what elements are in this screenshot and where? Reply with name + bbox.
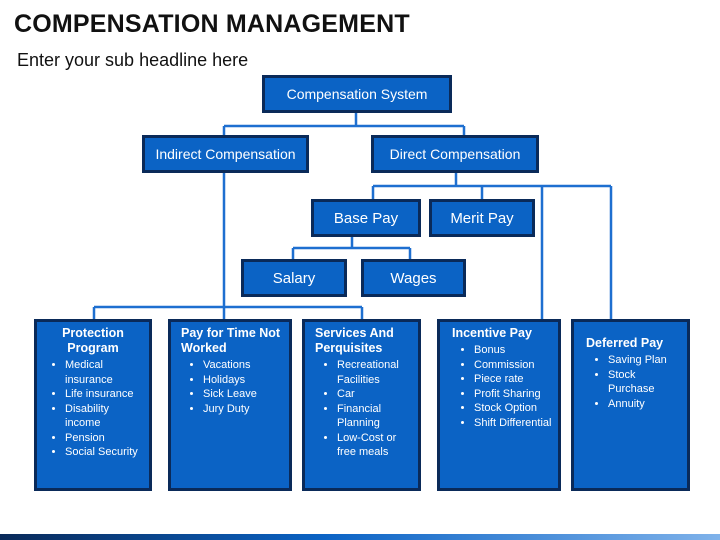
page-title: COMPENSATION MANAGEMENT [14,10,410,38]
bottom-accent-bar [0,534,720,540]
card-services-and-perquisites: Services And Perquisites Recreational Fa… [302,319,421,491]
list-item: Saving Plan [608,353,681,368]
connector-base-pay [291,236,412,260]
card-protection-program: Protection Program Medical insurance Lif… [34,319,152,491]
list-item: Social Security [65,445,143,460]
list-item: Disability income [65,402,143,431]
list-item: Bonus [474,343,552,358]
list-item: Profit Sharing [474,387,552,402]
list-item: Vacations [203,358,283,373]
list-item: Piece rate [474,372,552,387]
wages-node: Wages [361,259,466,297]
list-item: Recreational Facilities [337,358,412,387]
connector-root [222,112,466,137]
card-incentive-pay: Incentive Pay Bonus Commission Piece rat… [437,319,561,491]
indirect-compensation-label: Indirect Compensation [155,146,296,162]
connector-direct [371,173,613,320]
list-item: Commission [474,358,552,373]
card-title: Incentive Pay [452,326,532,340]
salary-node: Salary [241,259,347,297]
salary-label: Salary [272,269,316,287]
list-item: Holidays [203,373,283,388]
card-deferred-pay: Deferred Pay Saving Plan Stock Purchase … [571,319,690,491]
card-list: Medical insurance Life insurance Disabil… [43,358,143,460]
list-item: Low-Cost or free meals [337,431,412,460]
direct-compensation-node: Direct Compensation [371,135,539,173]
list-item: Annuity [608,397,681,412]
card-title: Services And Perquisites [315,326,394,355]
wages-label: Wages [390,269,437,287]
card-list: Vacations Holidays Sick Leave Jury Duty [181,358,283,416]
indirect-compensation-node: Indirect Compensation [142,135,309,173]
connector-indirect [92,172,364,320]
card-title: Pay for Time Not Worked [181,326,281,355]
list-item: Financial Planning [337,402,412,431]
list-item: Stock Purchase [608,368,681,397]
card-title: Deferred Pay [586,336,664,350]
list-item: Stock Option [474,401,552,416]
card-list: Saving Plan Stock Purchase Annuity [586,353,681,411]
base-pay-node: Base Pay [311,199,421,237]
merit-pay-node: Merit Pay [429,199,535,237]
compensation-system-label: Compensation System [286,86,428,102]
merit-pay-label: Merit Pay [450,209,514,227]
list-item: Car [337,387,412,402]
base-pay-label: Base Pay [333,209,399,227]
card-title: Protection Program [62,326,124,355]
card-list: Recreational Facilities Car Financial Pl… [315,358,412,460]
list-item: Shift Differential [474,416,552,431]
list-item: Life insurance [65,387,143,402]
list-item: Medical insurance [65,358,143,387]
card-pay-for-time-not-worked: Pay for Time Not Worked Vacations Holida… [168,319,292,491]
compensation-system-node: Compensation System [262,75,452,113]
list-item: Pension [65,431,143,446]
page-subtitle: Enter your sub headline here [17,50,249,70]
list-item: Jury Duty [203,402,283,417]
list-item: Sick Leave [203,387,283,402]
card-list: Bonus Commission Piece rate Profit Shari… [452,343,552,430]
direct-compensation-label: Direct Compensation [389,146,521,162]
